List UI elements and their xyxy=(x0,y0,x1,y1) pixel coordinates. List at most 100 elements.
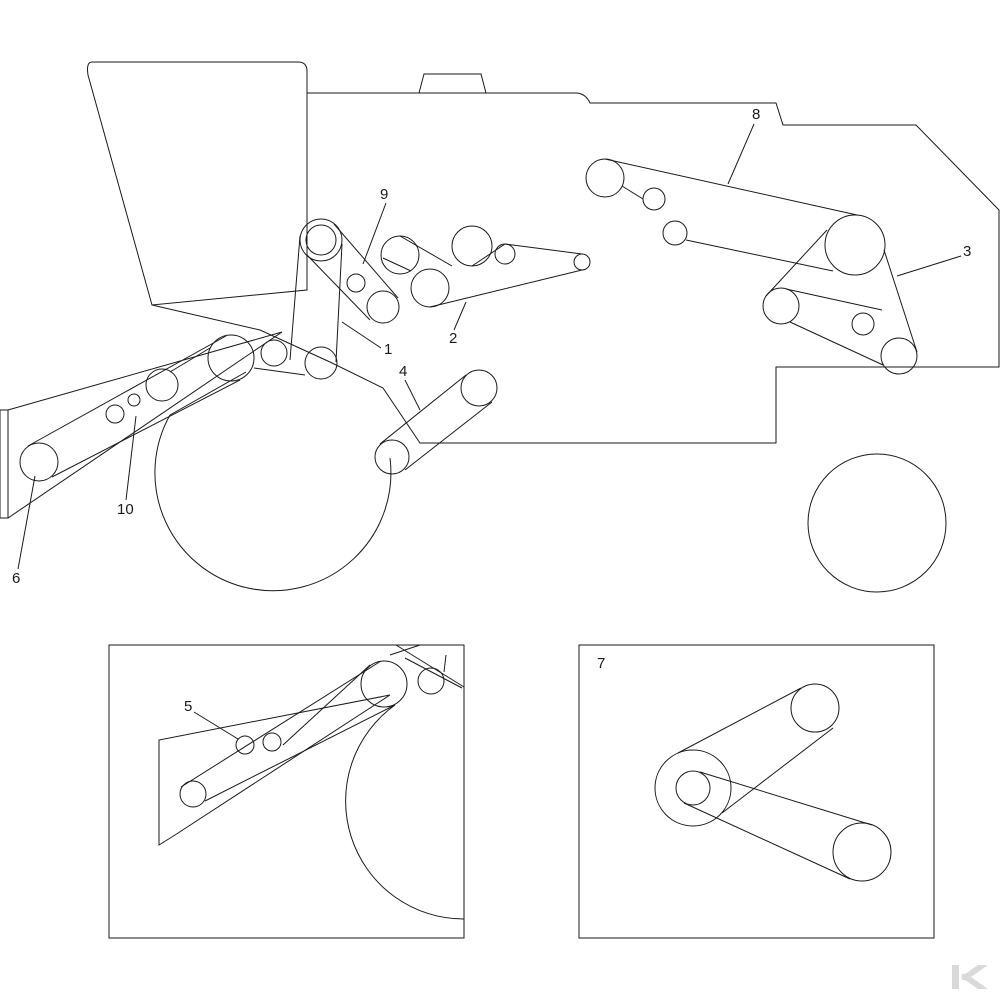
callouts-main: 9 1 2 4 8 3 10 6 xyxy=(12,106,971,587)
belt-6-link xyxy=(253,367,306,376)
engine-cover-bump xyxy=(418,73,487,94)
pulley-8b xyxy=(642,187,666,211)
belt-2-drive xyxy=(380,225,591,308)
belt-8-bottom xyxy=(685,239,834,272)
pulley-8a xyxy=(585,158,625,198)
pulley-10b xyxy=(127,393,141,407)
leader-10 xyxy=(125,415,137,501)
inset-5-pulley-c xyxy=(235,735,255,755)
leader-2 xyxy=(453,301,467,331)
inset-5-belt-top xyxy=(282,664,371,746)
leader-3 xyxy=(896,255,962,277)
belt-4-bottom xyxy=(404,401,493,471)
pulley-6c xyxy=(19,442,59,482)
leader-9 xyxy=(362,202,387,265)
inset-5-belt-upper xyxy=(180,660,382,788)
pulley-3c xyxy=(880,337,918,375)
inset-7-belt-a xyxy=(677,687,802,754)
belt-6-drive xyxy=(19,334,306,482)
pulley-1a-inner xyxy=(305,224,337,256)
inset-5-pulley-b xyxy=(417,667,445,695)
pulley-2d xyxy=(410,268,450,308)
belt-1-right xyxy=(335,243,343,363)
belt-6-top xyxy=(27,335,227,447)
callout-4: 4 xyxy=(399,363,407,380)
grain-tank-outline xyxy=(87,61,308,306)
inset-5-belt-lower xyxy=(204,704,396,802)
inset-5-top-lines xyxy=(389,644,465,689)
front-wheel xyxy=(154,414,392,592)
inset-5-pulley-e xyxy=(179,780,207,808)
callout-3: 3 xyxy=(963,243,971,260)
pulley-2c xyxy=(494,243,516,265)
pulley-3a xyxy=(762,287,800,325)
leader-5 xyxy=(193,711,239,740)
leader-6 xyxy=(17,475,36,570)
pulley-1b xyxy=(304,346,338,380)
leader-8 xyxy=(727,123,755,185)
inset-5-header-outline xyxy=(158,694,391,846)
inset-7-belt-d xyxy=(683,802,851,880)
inset-7-panel: 7 xyxy=(578,644,935,939)
belt-4-top xyxy=(379,374,467,445)
callout-10: 10 xyxy=(117,501,134,518)
belt-9-upper xyxy=(333,223,399,299)
belt-3-bottom xyxy=(789,321,884,366)
pulley-4a xyxy=(460,369,498,407)
belt-8-link xyxy=(621,185,644,200)
inset-7-frame xyxy=(578,644,935,939)
callout-9: 9 xyxy=(380,186,388,203)
belt-2 xyxy=(382,235,583,308)
belt-8-drive xyxy=(585,158,886,276)
callout-8: 8 xyxy=(752,106,760,123)
belt-3-mid xyxy=(785,288,883,311)
pulley-2b xyxy=(451,225,493,267)
belt-6-bottom xyxy=(51,379,241,478)
callout-6: 6 xyxy=(12,570,20,587)
leader-1 xyxy=(341,321,382,349)
pulley-10a xyxy=(145,368,179,402)
pulley-4b xyxy=(374,439,410,475)
inset-7-pulley-bottom xyxy=(832,822,892,882)
machine-body-outline xyxy=(0,61,1000,593)
inset-7-pulley-top xyxy=(790,683,840,733)
inset-5-pulley-d xyxy=(262,732,282,752)
inset-5-panel: 5 xyxy=(108,644,465,939)
pulley-6b xyxy=(260,339,288,367)
leader-4 xyxy=(404,379,421,411)
inset-7-belt-c xyxy=(699,771,873,826)
pulley-3b xyxy=(851,312,875,336)
belt-3-right xyxy=(883,249,918,353)
inset-5-frame xyxy=(108,644,465,939)
belt-1-drive xyxy=(289,218,343,380)
callout-2: 2 xyxy=(449,330,457,347)
belt-10-top xyxy=(169,347,211,373)
inset-7-pulley-outer xyxy=(654,749,732,827)
belt-3-drive xyxy=(762,229,918,375)
callout-5: 5 xyxy=(184,698,192,715)
inset-5-pulley-a xyxy=(360,660,408,708)
pulley-9b xyxy=(366,290,400,324)
inset-5-tick xyxy=(443,654,447,673)
pulley-2a xyxy=(380,235,420,275)
belt-9-lower xyxy=(306,254,371,321)
callout-7: 7 xyxy=(597,655,605,672)
pulley-8c xyxy=(662,220,688,246)
belt-1-left xyxy=(289,235,301,361)
inset-7-pulley-inner xyxy=(675,770,711,806)
inset-7-belt-b xyxy=(721,727,834,814)
feeder-house-outline xyxy=(151,304,331,363)
callout-1: 1 xyxy=(384,341,392,358)
pulley-9-idler xyxy=(346,273,366,293)
belt-4-drive xyxy=(374,369,498,475)
belt-9-drive xyxy=(306,223,400,324)
belt-10-bottom xyxy=(169,371,247,416)
header-outline xyxy=(0,331,283,519)
belt-10-drive xyxy=(105,347,247,424)
brand-k-logo-icon xyxy=(952,965,988,989)
inset-5-wheel xyxy=(345,704,465,920)
belt-8-top xyxy=(604,158,858,216)
pulley-10c xyxy=(105,404,125,424)
pulley-2e xyxy=(573,253,591,271)
